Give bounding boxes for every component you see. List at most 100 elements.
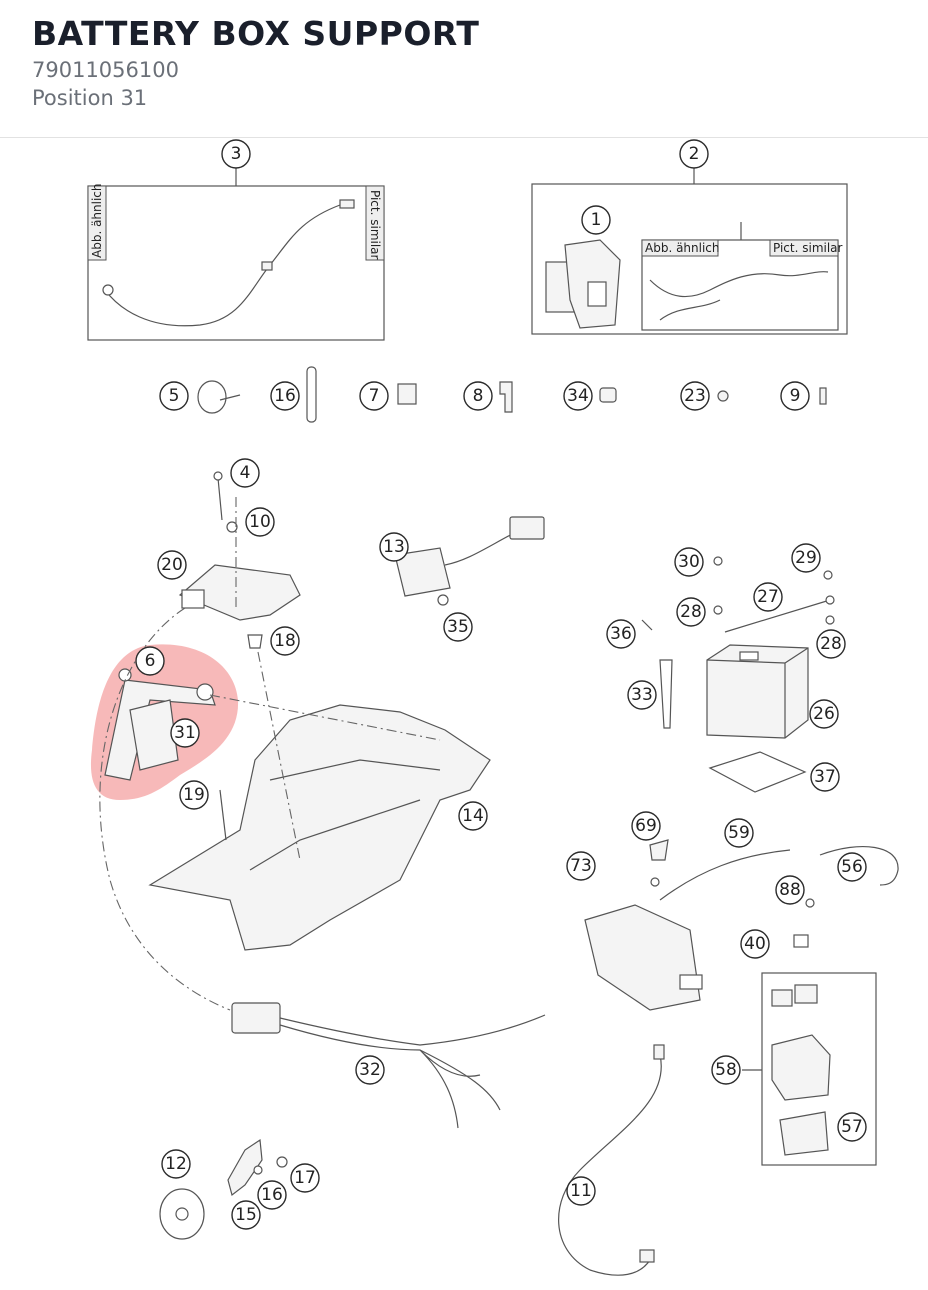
- callout-23[interactable]: 23: [680, 381, 710, 411]
- callout-14[interactable]: 14: [458, 801, 488, 831]
- callout-2[interactable]: 2: [679, 139, 709, 169]
- callout-circle: [221, 139, 251, 169]
- callout-circle: [791, 543, 821, 573]
- callout-16[interactable]: 16: [270, 381, 300, 411]
- callout-circle: [157, 550, 187, 580]
- tag-pict-similar: Pict. similar: [769, 239, 843, 257]
- part-19-screw: [219, 789, 227, 841]
- callout-36[interactable]: 36: [606, 619, 636, 649]
- callout-circle: [257, 1180, 287, 1210]
- part-32-main-harness: [231, 1002, 546, 1129]
- callout-circle: [724, 818, 754, 848]
- callout-circle: [816, 629, 846, 659]
- tag-abb-aehnlich: Abb. ähnlich: [641, 239, 720, 257]
- callout-28[interactable]: 28: [816, 629, 846, 659]
- callout-69[interactable]: 69: [631, 811, 661, 841]
- callout-label: 16: [261, 1185, 283, 1205]
- callout-circle: [443, 612, 473, 642]
- callout-circle: [753, 582, 783, 612]
- callout-label: 59: [728, 823, 750, 843]
- callout-circle: [355, 1055, 385, 1085]
- callout-label: 27: [757, 587, 779, 607]
- callout-29[interactable]: 29: [791, 543, 821, 573]
- part-29-screw: [823, 570, 833, 580]
- part-16-strap: [306, 366, 317, 423]
- callout-5[interactable]: 5: [159, 381, 189, 411]
- callout-35[interactable]: 35: [443, 612, 473, 642]
- callout-3[interactable]: 3: [221, 139, 251, 169]
- callout-28[interactable]: 28: [676, 597, 706, 627]
- part-57-cover: [779, 1111, 829, 1156]
- callout-label: 15: [235, 1205, 257, 1225]
- callout-12[interactable]: 12: [161, 1149, 191, 1179]
- callout-6[interactable]: 6: [135, 646, 165, 676]
- callout-15[interactable]: 15: [231, 1200, 261, 1230]
- callout-label: 9: [790, 386, 801, 406]
- callout-37[interactable]: 37: [810, 762, 840, 792]
- callout-20[interactable]: 20: [157, 550, 187, 580]
- callout-9[interactable]: 9: [780, 381, 810, 411]
- callout-circle: [270, 626, 300, 656]
- page-title: BATTERY BOX SUPPORT: [32, 14, 480, 53]
- callout-label: 73: [570, 856, 592, 876]
- starter-motor: [584, 904, 703, 1011]
- callout-label: 32: [359, 1060, 381, 1080]
- part-27-cable: [724, 599, 831, 633]
- callout-58[interactable]: 58: [711, 1055, 741, 1085]
- callout-label: 33: [631, 685, 653, 705]
- callout-circle: [676, 597, 706, 627]
- callout-label: 34: [567, 386, 589, 406]
- callout-33[interactable]: 33: [627, 680, 657, 710]
- callout-40[interactable]: 40: [740, 929, 770, 959]
- callout-57[interactable]: 57: [837, 1112, 867, 1142]
- callout-1[interactable]: 1: [581, 205, 611, 235]
- callout-30[interactable]: 30: [674, 547, 704, 577]
- callout-8[interactable]: 8: [463, 381, 493, 411]
- part-56-cable: [819, 845, 899, 886]
- callout-label: 10: [249, 512, 271, 532]
- callout-16[interactable]: 16: [257, 1180, 287, 1210]
- exploded-parts-diagram: Abb. ähnlich Pict. similar Abb. ähnlich …: [87, 139, 899, 1276]
- callout-circle: [740, 929, 770, 959]
- callout-27[interactable]: 27: [753, 582, 783, 612]
- callout-26[interactable]: 26: [809, 699, 839, 729]
- callout-7[interactable]: 7: [359, 381, 389, 411]
- callout-88[interactable]: 88: [775, 875, 805, 905]
- callout-circle: [780, 381, 810, 411]
- callout-34[interactable]: 34: [563, 381, 593, 411]
- part-88-bolt: [805, 898, 815, 908]
- callout-label: 3: [231, 144, 242, 164]
- callout-17[interactable]: 17: [290, 1163, 320, 1193]
- callout-label: 35: [447, 617, 469, 637]
- callout-label: 17: [294, 1168, 316, 1188]
- callout-circle: [837, 852, 867, 882]
- callout-18[interactable]: 18: [270, 626, 300, 656]
- tag-text-en: Pict. similar: [368, 190, 382, 260]
- callout-11[interactable]: 11: [566, 1176, 596, 1206]
- callout-56[interactable]: 56: [837, 852, 867, 882]
- part-18-grommet: [247, 634, 263, 649]
- callout-13[interactable]: 13: [379, 532, 409, 562]
- callout-circle: [161, 1149, 191, 1179]
- callout-4[interactable]: 4: [230, 458, 260, 488]
- tag-text-de: Abb. ähnlich: [90, 183, 104, 258]
- callout-label: 30: [678, 552, 700, 572]
- callout-19[interactable]: 19: [179, 780, 209, 810]
- part-4-screw: [217, 477, 223, 521]
- callout-circle: [563, 381, 593, 411]
- part-31-battery-box-support: [104, 668, 216, 781]
- callout-label: 58: [715, 1060, 737, 1080]
- callout-circle: [631, 811, 661, 841]
- callout-label: 37: [814, 767, 836, 787]
- callout-10[interactable]: 10: [245, 507, 275, 537]
- callout-circle: [230, 458, 260, 488]
- callout-circle: [170, 718, 200, 748]
- callout-label: 11: [570, 1181, 592, 1201]
- callout-59[interactable]: 59: [724, 818, 754, 848]
- callout-circle: [566, 851, 596, 881]
- tag-abb-aehnlich-vertical: Abb. ähnlich: [87, 183, 107, 261]
- callout-circle: [179, 780, 209, 810]
- callout-73[interactable]: 73: [566, 851, 596, 881]
- callout-32[interactable]: 32: [355, 1055, 385, 1085]
- callout-31[interactable]: 31: [170, 718, 200, 748]
